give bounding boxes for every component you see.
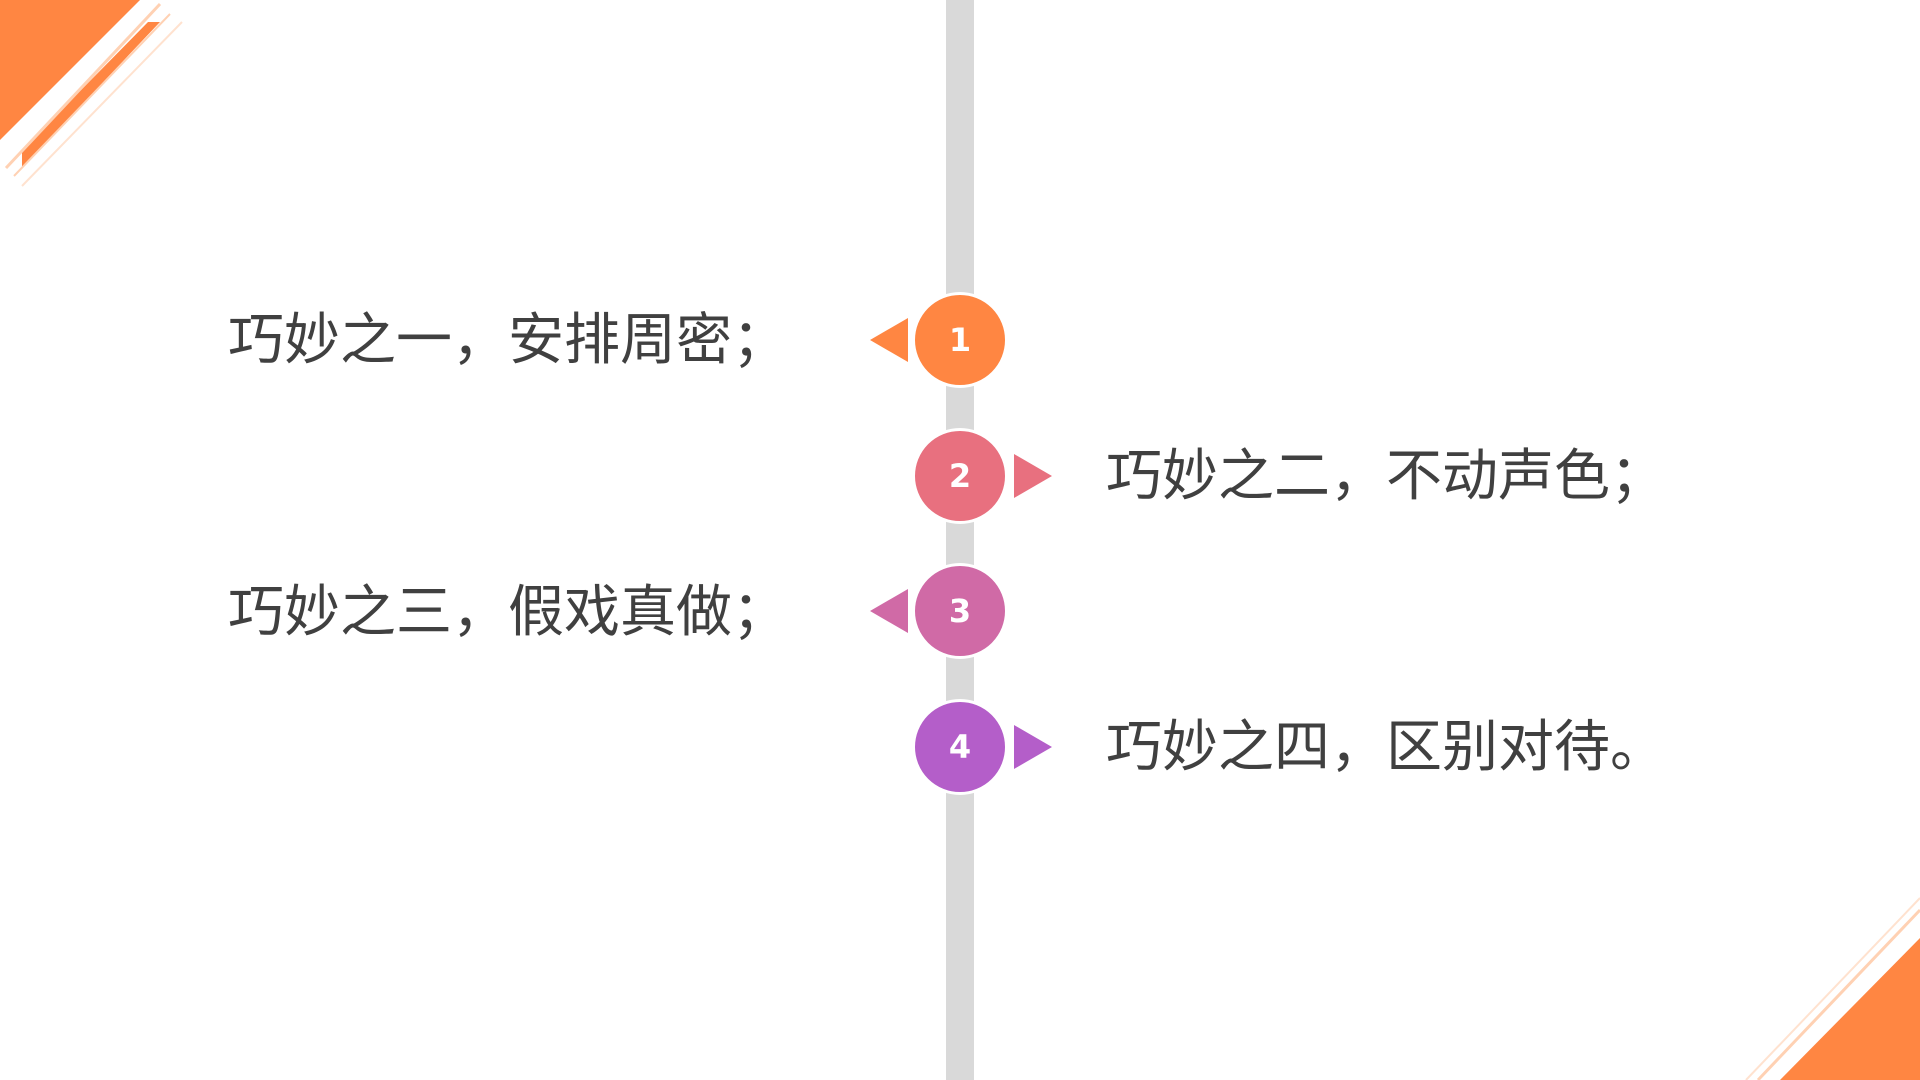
timeline-item-2-number: 2 [948, 457, 972, 495]
timeline-item-3-pointer [870, 589, 908, 633]
timeline-item-1-number: 1 [948, 321, 972, 359]
timeline-item-2-pointer [1014, 454, 1052, 498]
timeline-item-1-marker: 1 [912, 292, 1008, 388]
timeline-item-4-number: 4 [948, 728, 972, 766]
timeline-item-1-text: 巧妙之一，安排周密； [228, 308, 788, 373]
timeline-item-3-text: 巧妙之三，假戏真做； [228, 580, 788, 645]
timeline-item-4-pointer [1014, 725, 1052, 769]
timeline-item-2-text: 巧妙之二，不动声色； [1106, 444, 1666, 509]
timeline-item-3-number: 3 [948, 592, 972, 630]
timeline-item-2-marker: 2 [912, 428, 1008, 524]
timeline-item-4-marker: 4 [912, 699, 1008, 795]
timeline-item-3-marker: 3 [912, 563, 1008, 659]
top-left-corner-decoration [0, 0, 183, 187]
timeline-vertical-line [946, 0, 974, 1080]
bottom-right-corner-decoration [1745, 897, 1920, 1080]
timeline-item-4-text: 巧妙之四，区别对待。 [1106, 715, 1666, 780]
timeline-item-1-pointer [870, 318, 908, 362]
